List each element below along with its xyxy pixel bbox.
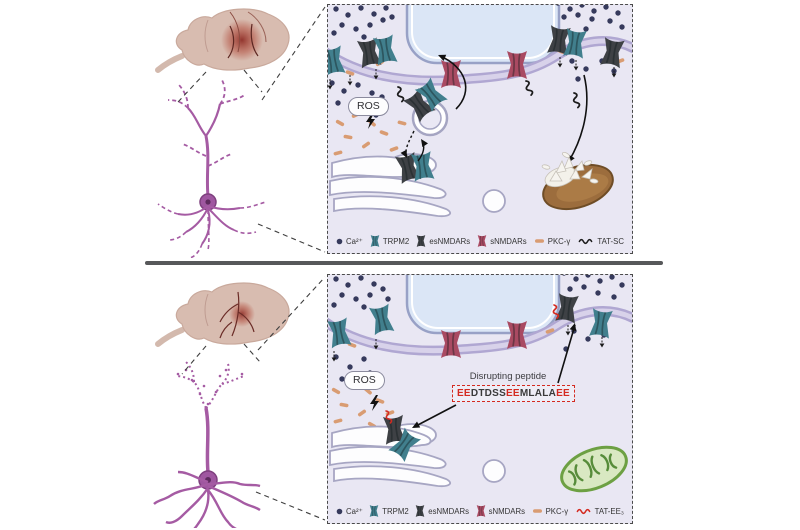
peptide-segment: MLALA (519, 388, 557, 399)
oxidative-stress-bolt-icon (370, 395, 379, 411)
legend-label: sNMDARs (488, 506, 525, 516)
legend-item-calcium: Ca²⁺ (336, 237, 363, 246)
recovering-brain-and-healthy-neuron-illustration (153, 282, 290, 528)
endoplasmic-reticulum (329, 423, 506, 488)
legend-item-snmdar: sNMDARs (475, 505, 525, 517)
esnmdar-channel-icon (416, 235, 427, 247)
ros-label: ROS (353, 374, 376, 386)
trpm2-channel-icon (370, 235, 380, 247)
snmdar-channel-icon (475, 505, 486, 517)
legend-label: sNMDARs (490, 236, 527, 246)
postsynaptic-membrane (328, 36, 632, 86)
trafficking-arrows (400, 51, 588, 165)
legend-item-pkc: PKC-γ (534, 236, 571, 246)
injured-brain (155, 8, 290, 73)
treatment-scene (328, 275, 632, 493)
legend-item-calcium: Ca²⁺ (336, 507, 363, 516)
ros-badge: ROS (344, 371, 385, 390)
legend-top: Ca²⁺ TRPM2 esNMDARs sNMDARs PKC-γ TAT-SC (336, 233, 624, 249)
trpm2-receptor (368, 302, 396, 337)
legend-label: TAT-EE₃ (594, 506, 624, 516)
pkc-gamma-icon (534, 239, 544, 243)
peptide-target-arrows (410, 322, 579, 432)
peptide-segment: EE (556, 388, 570, 399)
ros-label: ROS (357, 100, 380, 112)
presynaptic-terminal (405, 275, 561, 335)
legend-label: Ca²⁺ (346, 506, 363, 516)
legend-item-pkc: PKC-γ (532, 506, 569, 516)
injury-mechanism-panel: ROS Ca²⁺ TRPM2 esNMDARs sNMDARs PKC-γ TA… (327, 4, 633, 254)
legend-item-tat-sc: TAT-SC (577, 237, 624, 246)
legend-item-tat-ee3: TAT-EE₃ (575, 507, 624, 516)
section-divider (145, 261, 663, 265)
postsynaptic-membrane (328, 306, 632, 356)
legend-label: Ca²⁺ (346, 236, 363, 246)
mitochondrial-burst-fragments (541, 151, 599, 188)
legend-label: PKC-γ (545, 506, 569, 516)
legend-label: TRPM2 (382, 236, 410, 246)
legend-item-esnmdar: esNMDARs (416, 235, 470, 247)
legend-item-snmdar: sNMDARs (477, 235, 527, 247)
legend-item-trpm2: TRPM2 (370, 235, 409, 247)
snmdar-receptor (506, 320, 528, 350)
esnmdar-channel-icon (415, 505, 425, 517)
legend-label: TRPM2 (382, 506, 409, 516)
peptide-sequence-box: EEDTDSSEEMLALAEE (452, 385, 575, 402)
calcium-dot-icon (336, 508, 343, 514)
blood-vessels (219, 291, 255, 339)
legend-item-trpm2: TRPM2 (369, 505, 409, 517)
recovering-brain (155, 282, 290, 347)
ros-badge: ROS (348, 97, 389, 116)
legend-bottom: Ca²⁺ TRPM2 esNMDARs sNMDARs PKC-γ TAT-EE… (336, 503, 624, 519)
peptide-segment: EE (457, 388, 471, 399)
snmdar-receptor (506, 50, 528, 80)
trpm2-channel-icon (369, 505, 379, 517)
legend-label: esNMDARs (429, 236, 471, 246)
mitochondrial-cristae (567, 453, 618, 486)
snmdar-channel-icon (477, 235, 487, 247)
legend-label: esNMDARs (428, 506, 470, 516)
peptide-segment: EE (506, 388, 520, 399)
snmdar-receptor (440, 59, 462, 89)
legend-label: PKC-γ (547, 236, 571, 246)
disrupting-peptide-label: Disrupting peptide (469, 371, 547, 382)
treatment-mechanism-panel: ROS Disrupting peptide EEDTDSSEEMLALAEE … (327, 274, 633, 524)
healthy-neuron (153, 361, 261, 528)
legend-label: TAT-SC (597, 236, 624, 246)
legend-item-esnmdar: esNMDARs (415, 505, 469, 517)
tat-ee3-squiggle-icon (576, 508, 591, 514)
damaged-mitochondrion (541, 151, 614, 211)
dendritic-spines (176, 368, 244, 406)
presynaptic-terminal (405, 5, 561, 65)
damaged-neuron (157, 79, 267, 258)
snmdar-receptor (440, 329, 462, 359)
calcium-dot-icon (336, 238, 343, 244)
tat-sc-squiggle-icon (579, 238, 593, 244)
injury-scene (328, 5, 632, 218)
injured-brain-and-damaged-neuron-illustration (155, 8, 290, 258)
healthy-mitochondrion (560, 445, 628, 493)
peptide-segment: DTDSS (470, 388, 506, 399)
pkc-gamma-icon (532, 509, 542, 513)
